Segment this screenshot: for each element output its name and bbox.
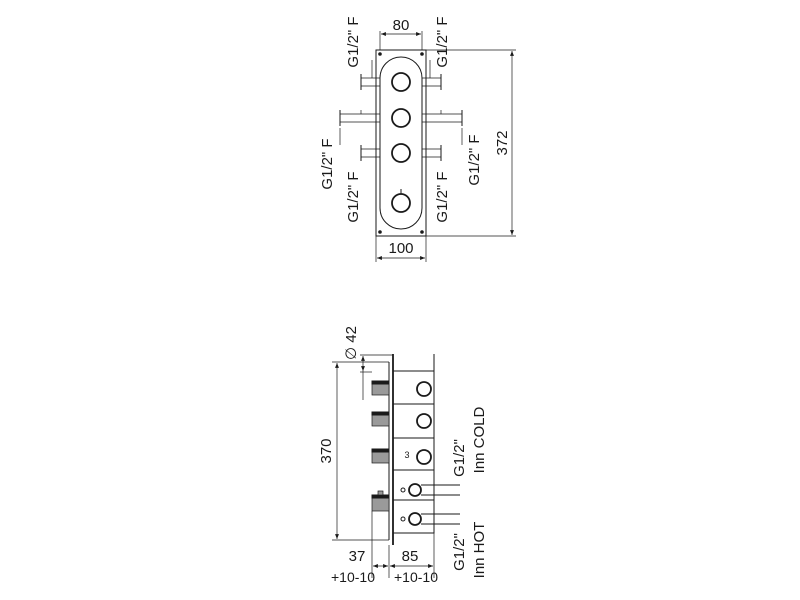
dim-diameter: ∅ 42 — [343, 326, 360, 360]
side-cartridge-3 — [416, 449, 432, 465]
top-connection-left — [360, 60, 380, 90]
screw-bottom-right — [420, 230, 424, 234]
front-view: 80 100 372 — [319, 16, 516, 262]
front-plate-outer — [375, 49, 427, 237]
dim-side-height: 370 — [318, 438, 335, 463]
label-inlet-cold-size: G1/2" — [451, 439, 468, 477]
dim-depth-left: 37 — [349, 548, 366, 565]
dim-bottom-width: 100 — [388, 240, 413, 257]
label-low-left-conn: G1/2" F — [345, 171, 362, 222]
label-inlet-hot-name: Inn HOT — [471, 522, 488, 579]
front-knob-thermostat — [391, 193, 411, 213]
top-connection-right — [422, 60, 442, 90]
label-mid-left-conn: G1/2" F — [319, 138, 336, 189]
position-marker: 3 — [404, 450, 409, 460]
label-inlet-hot-size: G1/2" — [451, 533, 468, 571]
side-cartridge-hot — [408, 512, 422, 526]
label-top-right-conn: G1/2" F — [434, 16, 451, 67]
label-low-right-conn: G1/2" F — [434, 171, 451, 222]
low-connection-right — [422, 128, 463, 161]
side-cartridge-1 — [416, 381, 432, 397]
front-knob-3 — [391, 143, 411, 163]
screw-top-left — [378, 52, 382, 56]
screw-bottom-left — [378, 230, 382, 234]
side-view: 3 ∅ 42 — [318, 326, 488, 585]
screw-top-right — [420, 52, 424, 56]
dim-depth-right: 85 — [402, 548, 419, 565]
label-inlet-cold-name: Inn COLD — [471, 406, 488, 473]
dim-tol-right: +10-10 — [394, 569, 438, 585]
mid-connection-right — [422, 110, 463, 126]
front-plate-inner — [379, 56, 423, 230]
label-mid-right-conn: G1/2" F — [466, 134, 483, 185]
side-knob-thermostat — [371, 490, 390, 512]
side-cartridge-2 — [416, 413, 432, 429]
side-knob-1 — [371, 380, 390, 396]
mid-connection-left — [339, 110, 380, 126]
dim-height: 372 — [494, 130, 511, 155]
low-connection-left — [339, 128, 380, 161]
inlet-hot-pipe — [421, 513, 460, 525]
side-knob-3 — [371, 448, 390, 464]
inlet-cold-pipe — [421, 484, 460, 496]
front-knob-2 — [391, 108, 411, 128]
side-knob-2 — [371, 411, 390, 427]
front-knob-1 — [391, 72, 411, 92]
dim-tol-left: +10-10 — [331, 569, 375, 585]
side-body — [392, 370, 435, 534]
label-top-left-conn: G1/2" F — [345, 16, 362, 67]
side-cartridge-cold — [408, 483, 422, 497]
dim-top-width: 80 — [393, 17, 410, 34]
